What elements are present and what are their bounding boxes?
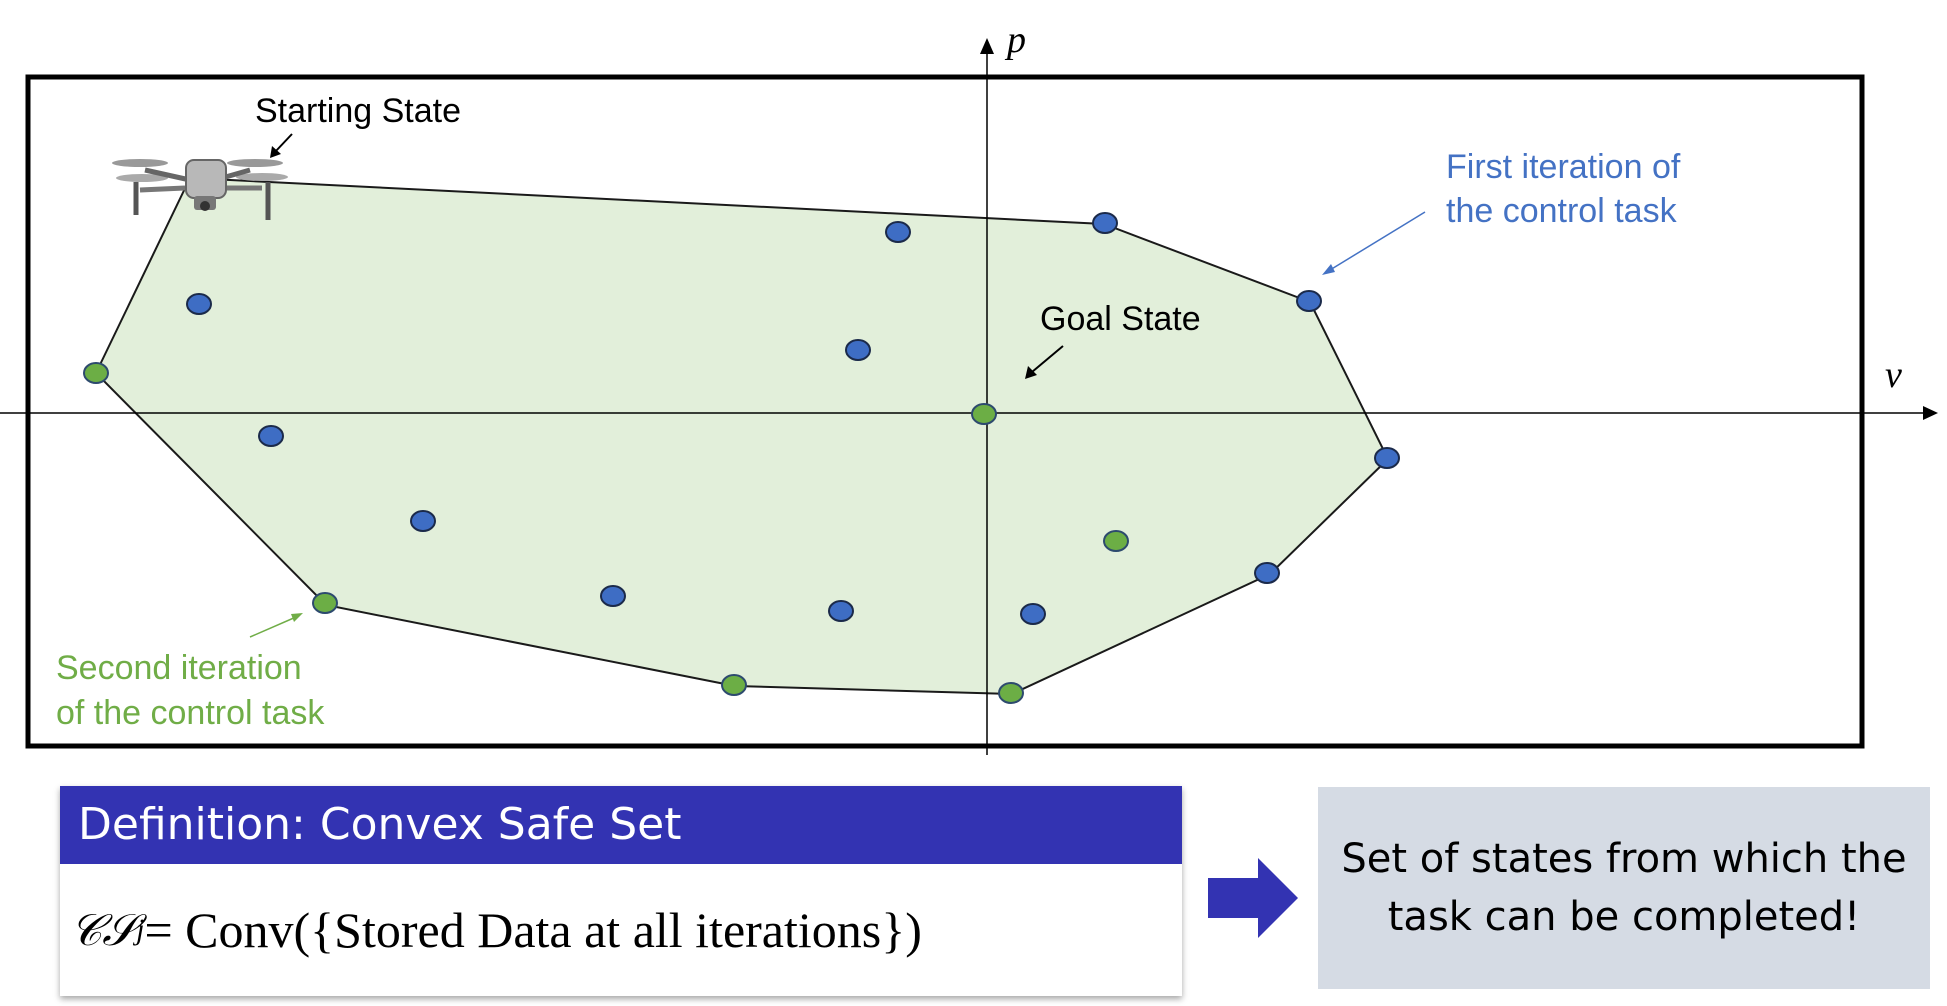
blue-point	[186, 293, 212, 315]
drone-icon	[112, 159, 288, 220]
first-iteration-points	[186, 212, 1400, 625]
blue-point	[845, 339, 871, 361]
blue-point	[1254, 562, 1280, 584]
starting-state-pointer	[274, 133, 293, 153]
v-axis-label: v	[1885, 354, 1902, 396]
blue-point	[828, 600, 854, 622]
goal-state-label: Goal State	[1040, 300, 1201, 338]
second-iteration-points	[83, 362, 1129, 704]
blue-point	[258, 425, 284, 447]
result-text-line2: task can be completed!	[1387, 894, 1861, 940]
green-point	[312, 592, 338, 614]
state-space-diagram: p v Sta	[0, 19, 1938, 755]
green-point	[83, 362, 109, 384]
starting-state-label: Starting State	[255, 92, 461, 130]
goal-state-pointer	[1031, 345, 1064, 373]
formula-rhs: = Conv({Stored Data at all iterations})	[144, 902, 922, 958]
definition-header: Definition: Convex Safe Set	[60, 786, 1182, 864]
blue-point	[1296, 290, 1322, 312]
first-iteration-label-line2: the control task	[1446, 192, 1678, 230]
convex-hull-region	[94, 176, 1390, 696]
convex-safe-set-symbol: 𝒞𝒮	[70, 904, 137, 956]
green-point	[721, 674, 747, 696]
second-iteration-label-line2: of the control task	[56, 694, 325, 732]
second-iteration-label-line1: Second iteration	[56, 649, 302, 687]
blue-point	[1020, 603, 1046, 625]
p-axis-arrowhead	[980, 38, 994, 54]
second-iteration-pointer	[249, 616, 297, 638]
blue-point	[885, 221, 911, 243]
green-point	[1103, 530, 1129, 552]
blue-point	[600, 585, 626, 607]
second-iteration-arrowhead	[291, 613, 303, 622]
state-space-frame	[25, 74, 1865, 749]
goal-state-arrowhead	[1025, 366, 1037, 379]
blue-point	[1092, 212, 1118, 234]
v-axis-arrowhead	[1923, 406, 1938, 420]
green-point	[998, 682, 1024, 704]
first-iteration-arrowhead	[1322, 264, 1335, 275]
blue-point	[1374, 447, 1400, 469]
first-iteration-label-line1: First iteration of	[1446, 148, 1681, 186]
blue-point	[410, 510, 436, 532]
first-iteration-pointer	[1329, 211, 1426, 271]
result-box: Set of states from which the task can be…	[1318, 787, 1930, 989]
green-point	[971, 403, 997, 425]
iteration-superscript: j	[136, 913, 145, 946]
right-arrow-icon	[1208, 858, 1298, 938]
p-axis-label: p	[1004, 19, 1026, 61]
result-text-line1: Set of states from which the	[1341, 836, 1907, 882]
starting-state-arrowhead	[270, 146, 281, 158]
